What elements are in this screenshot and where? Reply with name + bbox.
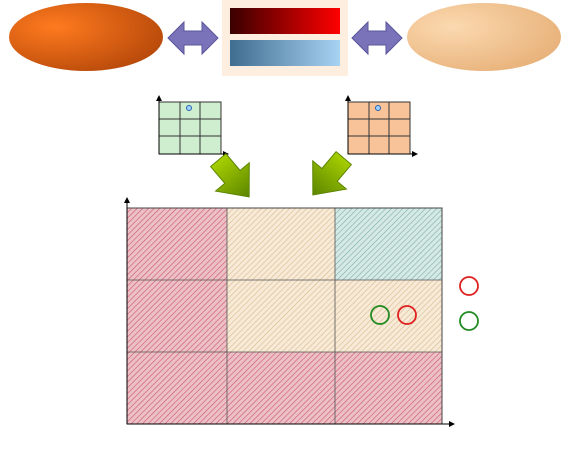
right-ellipse <box>407 3 561 71</box>
matrix-cell-0-2 <box>335 208 442 280</box>
matrix-cell-1-1 <box>227 280 335 352</box>
mini-grid-left <box>156 95 229 157</box>
main-matrix <box>124 197 455 427</box>
left-double-arrow <box>167 20 219 56</box>
matrix-cell-2-0 <box>127 352 227 424</box>
blue-gradient-bar <box>230 40 340 66</box>
center-box <box>222 0 348 76</box>
mini-grid-right <box>345 95 418 157</box>
matrix-cell-0-0 <box>127 208 227 280</box>
legend-marker-green <box>459 311 479 331</box>
matrix-cell-2-2 <box>335 352 442 424</box>
down-arrow-left <box>209 152 250 198</box>
down-arrow-right <box>312 150 353 196</box>
matrix-cell-2-1 <box>227 352 335 424</box>
mini-grid-left-dot <box>186 105 192 111</box>
matrix-marker-green <box>370 305 390 325</box>
matrix-marker-red <box>397 305 417 325</box>
mini-grid-right-dot <box>375 105 381 111</box>
matrix-cell-1-0 <box>127 280 227 352</box>
legend-marker-red <box>459 276 479 296</box>
left-ellipse <box>9 3 163 71</box>
red-gradient-bar <box>230 8 340 34</box>
right-double-arrow <box>351 20 403 56</box>
matrix-cell-0-1 <box>227 208 335 280</box>
